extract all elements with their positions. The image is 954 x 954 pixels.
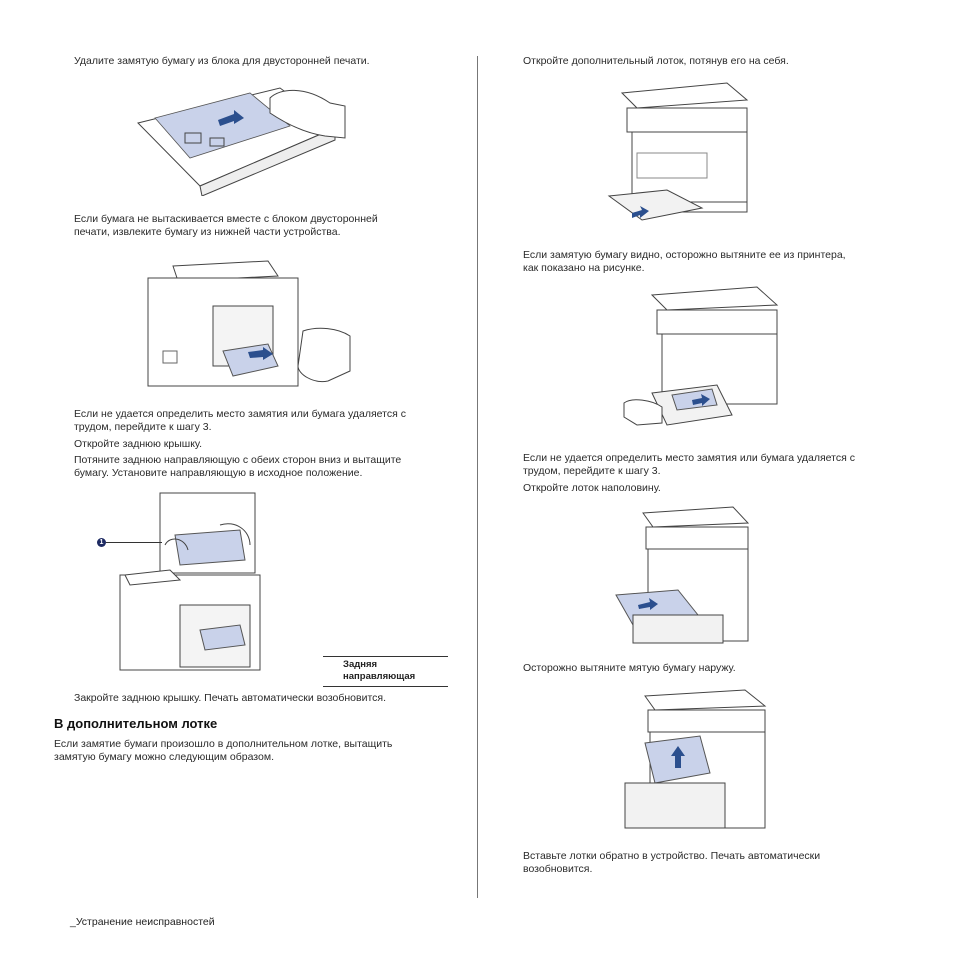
- legend-rule-top: [323, 656, 448, 657]
- figure-printer-rear-paper: [138, 256, 353, 394]
- text-line: как показано на рисунке.: [523, 262, 645, 274]
- step-if-hard-to-remove-right: Если не удается определить место замятия…: [523, 452, 855, 478]
- legend-rear-guide: Задняя направляющая: [343, 659, 415, 683]
- step-remove-from-duplex: Удалите замятую бумагу из блока для двус…: [74, 55, 370, 67]
- text-line: Если не удается определить место замятия…: [74, 408, 406, 420]
- section-intro: Если замятие бумаги произошло в дополнит…: [54, 738, 392, 764]
- section-heading: В дополнительном лотке: [54, 716, 218, 731]
- step-reinsert-trays: Вставьте лотки обратно в устройство. Печ…: [523, 850, 820, 876]
- text-line: Вставьте лотки обратно в устройство. Печ…: [523, 850, 821, 862]
- callout-marker: 1: [97, 538, 106, 547]
- legend-rule-bottom: [323, 686, 448, 687]
- text-line: бумагу. Установите направляющую в исходн…: [74, 467, 363, 479]
- figure-tray-halfway: [608, 505, 758, 653]
- figure-open-optional-tray: [607, 78, 757, 233]
- legend-line-text: Задняя: [343, 659, 378, 670]
- step-open-rear-cover: Откройте заднюю крышку.: [74, 438, 203, 450]
- page-footer: _Устранение неисправностей: [70, 916, 215, 928]
- callout-line: [106, 542, 162, 543]
- step-pull-visible-paper: Если замятую бумагу видно, осторожно выт…: [523, 249, 846, 275]
- text-line: возобновится.: [523, 863, 593, 875]
- step-remove-from-bottom: Если бумага не вытаскивается вместе с бл…: [74, 213, 378, 239]
- figure-duplex-unit-paper: [130, 78, 352, 196]
- figure-pull-crumpled-paper: [620, 688, 775, 836]
- text-line: печати, извлеките бумагу из нижней части…: [74, 226, 341, 238]
- step-open-tray-halfway: Откройте лоток наполовину.: [523, 482, 661, 494]
- step-close-rear-cover: Закройте заднюю крышку. Печать автоматич…: [74, 692, 386, 704]
- text-line: трудом, перейдите к шагу 3.: [523, 465, 661, 477]
- text-line: замятую бумагу можно следующим образом.: [54, 751, 274, 763]
- step-open-optional-tray: Откройте дополнительный лоток, потянув е…: [523, 55, 789, 67]
- text-line: Если бумага не вытаскивается вместе с бл…: [74, 213, 378, 225]
- step-pull-rear-guide: Потяните заднюю направляющую с обеих сто…: [74, 454, 401, 480]
- figure-pull-paper-from-tray: [622, 285, 787, 440]
- text-line: Если замятую бумагу видно, осторожно выт…: [523, 249, 846, 261]
- column-divider: [477, 56, 478, 898]
- text-line: Если не удается определить место замятия…: [523, 452, 855, 464]
- step-pull-crumpled-paper: Осторожно вытяните мятую бумагу наружу.: [523, 662, 736, 674]
- figure-rear-guide: [110, 490, 275, 680]
- step-if-hard-to-remove: Если не удается определить место замятия…: [74, 408, 406, 434]
- text-line: трудом, перейдите к шагу 3.: [74, 421, 212, 433]
- legend-line-text: направляющая: [343, 671, 416, 682]
- text-line: Потяните заднюю направляющую с обеих сто…: [74, 454, 402, 466]
- text-line: Если замятие бумаги произошло в дополнит…: [54, 738, 393, 750]
